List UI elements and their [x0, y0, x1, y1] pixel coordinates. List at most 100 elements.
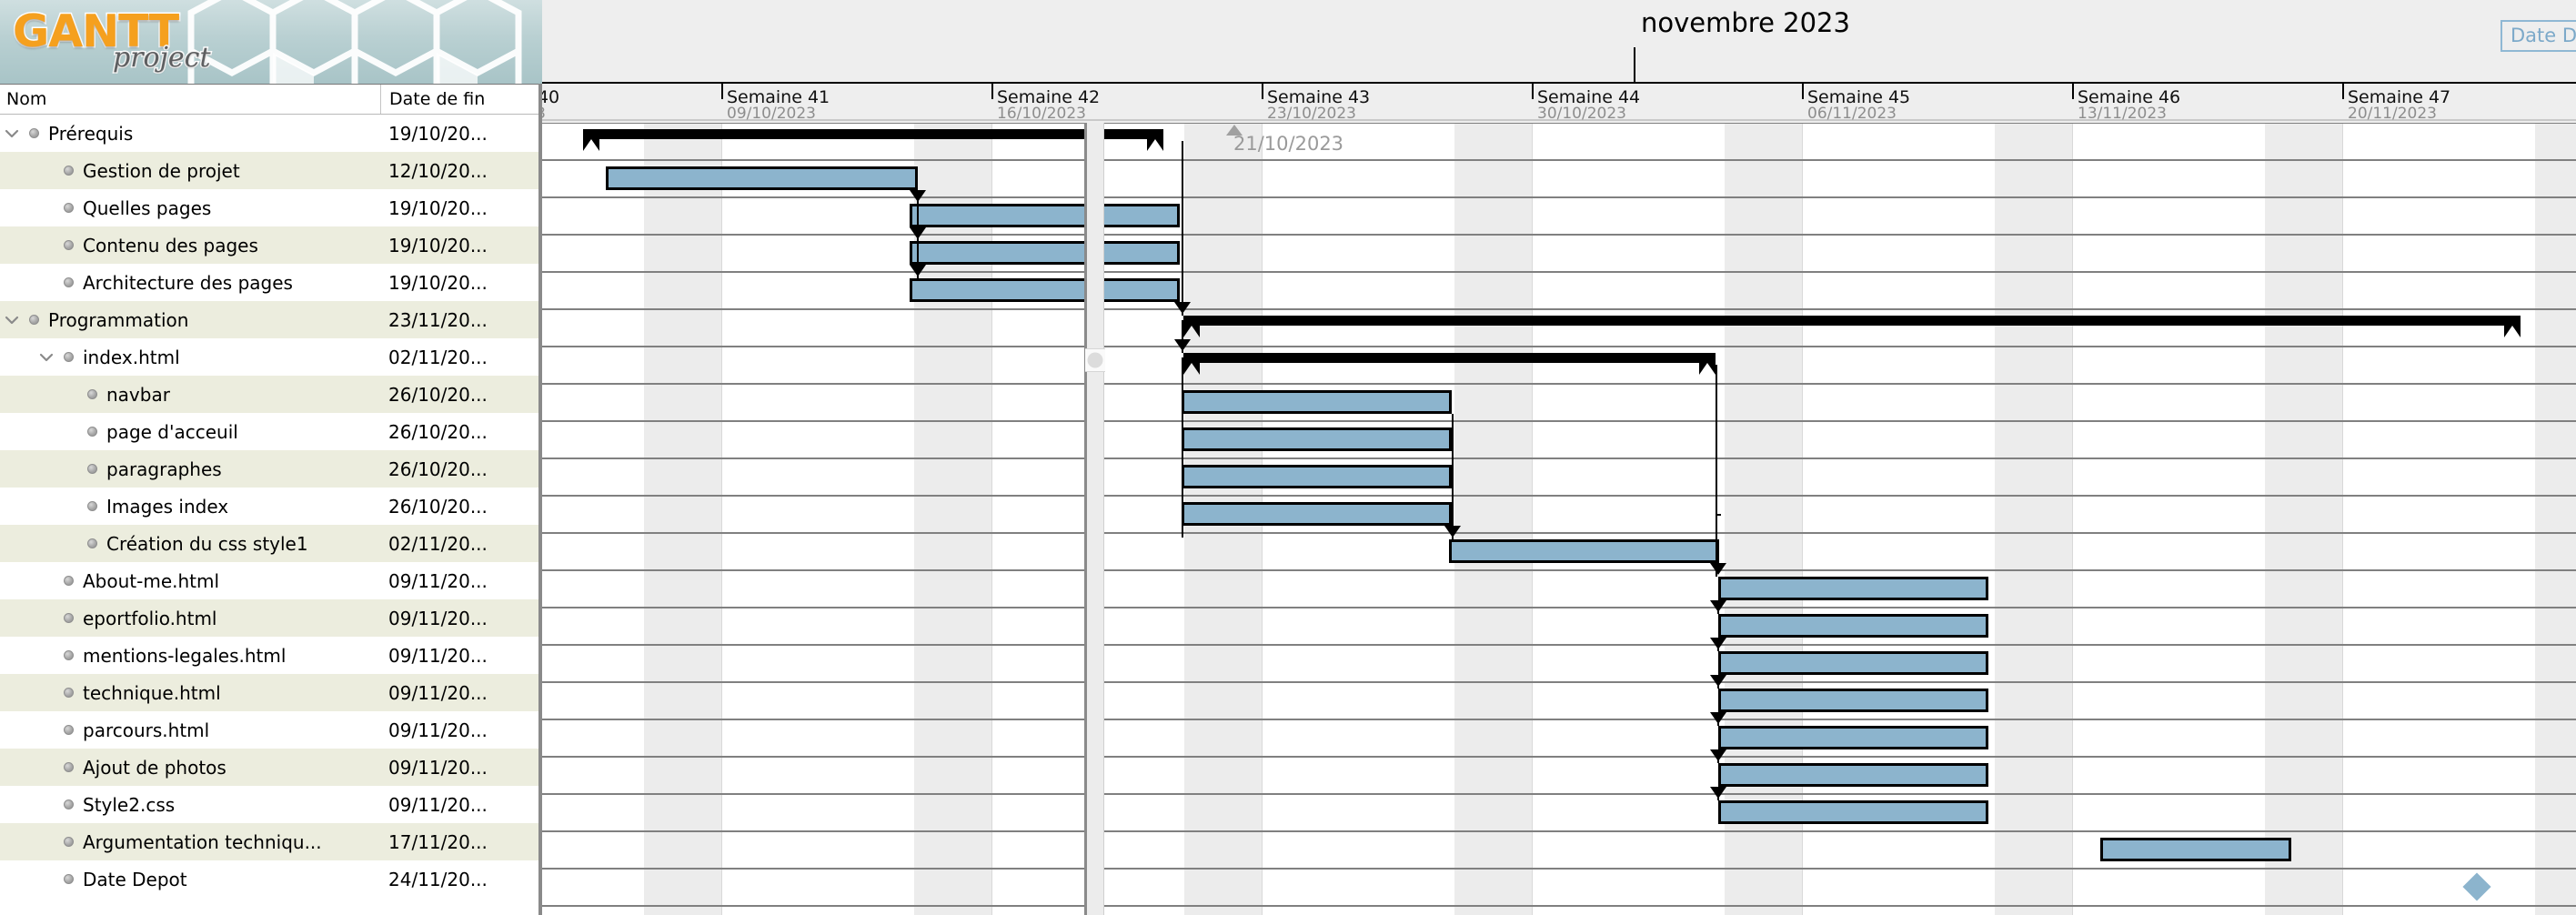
task-name-cell[interactable]: index.html — [0, 338, 380, 376]
chevron-down-icon[interactable] — [35, 189, 58, 226]
chevron-down-icon[interactable] — [35, 562, 58, 599]
task-name-cell[interactable]: navbar — [0, 376, 380, 413]
gantt-vertical-scrollbar[interactable] — [1084, 123, 1105, 915]
task-end-date-cell[interactable]: 26/10/20... — [380, 450, 535, 488]
task-bar[interactable] — [1182, 465, 1452, 488]
task-end-date-cell[interactable]: 26/10/20... — [380, 376, 535, 413]
task-bar[interactable] — [1718, 577, 1988, 600]
task-name-cell[interactable]: Argumentation techniqu... — [0, 823, 380, 860]
task-name-cell[interactable]: technique.html — [0, 674, 380, 711]
task-name-cell[interactable]: Style2.css — [0, 786, 380, 823]
task-end-date-cell[interactable]: 09/11/20... — [380, 562, 535, 599]
task-name-cell[interactable]: Gestion de projet — [0, 152, 380, 189]
task-bar[interactable] — [1718, 614, 1988, 638]
task-name-cell[interactable]: parcours.html — [0, 711, 380, 749]
task-name-cell[interactable]: Contenu des pages — [0, 226, 380, 264]
chevron-down-icon[interactable] — [35, 786, 58, 823]
task-name-cell[interactable]: paragraphes — [0, 450, 380, 488]
summary-task-bar[interactable] — [583, 129, 1163, 139]
task-bar[interactable] — [1182, 502, 1452, 526]
task-name-cell[interactable]: mentions-legales.html — [0, 637, 380, 674]
task-name-cell[interactable]: Programmation — [0, 301, 380, 338]
chevron-down-icon[interactable] — [35, 152, 58, 189]
chevron-down-icon[interactable] — [35, 860, 58, 898]
task-end-date-cell[interactable]: 23/11/20... — [380, 301, 535, 338]
scrollbar-thumb[interactable] — [1085, 348, 1105, 372]
task-bar[interactable] — [2100, 838, 2291, 861]
task-end-date-cell[interactable]: 09/11/20... — [380, 599, 535, 637]
task-name-cell[interactable]: Architecture des pages — [0, 264, 380, 301]
task-bar[interactable] — [1718, 689, 1988, 712]
chevron-down-icon[interactable] — [35, 226, 58, 264]
task-bar[interactable] — [1718, 763, 1988, 787]
task-end-date-cell[interactable]: 02/11/20... — [380, 338, 535, 376]
milestone-diamond[interactable] — [2462, 872, 2491, 901]
task-name-cell[interactable]: Prérequis — [0, 115, 380, 152]
task-row[interactable]: Argumentation techniqu...17/11/20... — [0, 823, 542, 860]
task-bar[interactable] — [606, 166, 918, 190]
chevron-down-icon[interactable] — [35, 711, 58, 749]
chevron-down-icon[interactable] — [0, 115, 24, 152]
task-name-cell[interactable]: Date Depot — [0, 860, 380, 898]
task-bar[interactable] — [910, 278, 1180, 302]
task-end-date-cell[interactable]: 09/11/20... — [380, 674, 535, 711]
pane-divider[interactable] — [538, 84, 542, 915]
chevron-down-icon[interactable] — [35, 674, 58, 711]
summary-task-bar[interactable] — [1183, 316, 2521, 326]
chevron-down-icon[interactable] — [35, 749, 58, 786]
gantt-grid[interactable]: 21/10/2023 — [542, 123, 2576, 915]
task-end-date-cell[interactable]: 26/10/20... — [380, 488, 535, 525]
task-end-date-cell[interactable]: 19/10/20... — [380, 264, 535, 301]
task-name-cell[interactable]: page d'acceuil — [0, 413, 380, 450]
task-end-date-cell[interactable]: 19/10/20... — [380, 189, 535, 226]
task-bar[interactable] — [1718, 800, 1988, 824]
task-end-date-cell[interactable]: 09/11/20... — [380, 749, 535, 786]
task-bar[interactable] — [910, 241, 1180, 265]
task-bar[interactable] — [1718, 651, 1988, 675]
task-end-date-cell[interactable]: 09/11/20... — [380, 637, 535, 674]
task-bar[interactable] — [910, 204, 1180, 227]
task-end-date-cell[interactable]: 09/11/20... — [380, 786, 535, 823]
chevron-down-icon[interactable] — [35, 823, 58, 860]
chevron-down-icon[interactable] — [35, 338, 58, 376]
task-name-cell[interactable]: Création du css style1 — [0, 525, 380, 562]
chevron-down-icon[interactable] — [0, 301, 24, 338]
task-bar[interactable] — [1182, 427, 1452, 451]
task-bar[interactable] — [1449, 539, 1719, 563]
task-end-date-cell[interactable]: 17/11/20... — [380, 823, 535, 860]
task-end-date-cell[interactable]: 24/11/20... — [380, 860, 535, 898]
column-header-name[interactable]: Nom — [6, 89, 47, 109]
chevron-down-icon[interactable] — [35, 637, 58, 674]
task-name-cell[interactable]: Quelles pages — [0, 189, 380, 226]
task-end-date-cell[interactable]: 19/10/20... — [380, 115, 535, 152]
task-name-cell[interactable]: Ajout de photos — [0, 749, 380, 786]
summary-task-bar[interactable] — [1183, 353, 1716, 363]
task-bar[interactable] — [1182, 390, 1452, 414]
task-bar[interactable] — [1718, 726, 1988, 749]
task-end-date-cell[interactable]: 02/11/20... — [380, 525, 535, 562]
chevron-down-icon[interactable] — [35, 264, 58, 301]
chevron-down-icon[interactable] — [35, 599, 58, 637]
date-depot-chip[interactable]: Date D — [2500, 20, 2576, 52]
column-header-end-date[interactable]: Date de fin — [380, 85, 535, 114]
task-name-cell[interactable]: Images index — [0, 488, 380, 525]
